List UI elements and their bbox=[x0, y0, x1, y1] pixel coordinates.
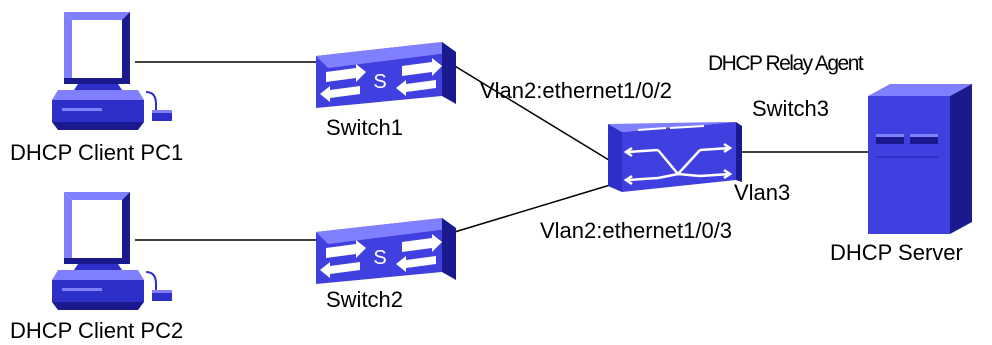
desktop-pc-icon bbox=[52, 12, 172, 130]
link-label-switch2-port: Vlan2:ethernet1/0/3 bbox=[540, 218, 733, 243]
server-tower-icon bbox=[868, 84, 972, 234]
link-label-switch1-port: Vlan2:ethernet1/0/2 bbox=[480, 78, 673, 103]
desktop-pc-icon bbox=[52, 192, 172, 310]
pc1-label: DHCP Client PC1 bbox=[10, 140, 184, 165]
pc2-label: DHCP Client PC2 bbox=[10, 318, 184, 343]
layer2-switch-icon: S bbox=[316, 42, 456, 108]
layer3-switch-icon bbox=[608, 122, 742, 192]
switch-glyph: S bbox=[373, 247, 386, 269]
switch2-label: Switch2 bbox=[326, 287, 404, 312]
server-label: DHCP Server bbox=[830, 240, 963, 265]
link-switch2-switch3 bbox=[447, 181, 621, 235]
link-switch1-switch3 bbox=[439, 56, 623, 169]
switch1-label: Switch1 bbox=[326, 115, 404, 140]
relay-agent-label: DHCP Relay Agent bbox=[708, 52, 864, 75]
link-label-vlan3: Vlan3 bbox=[734, 180, 791, 205]
layer2-switch-icon: S bbox=[316, 218, 456, 284]
switch3-label: Switch3 bbox=[752, 96, 830, 121]
switch-glyph: S bbox=[373, 71, 386, 93]
